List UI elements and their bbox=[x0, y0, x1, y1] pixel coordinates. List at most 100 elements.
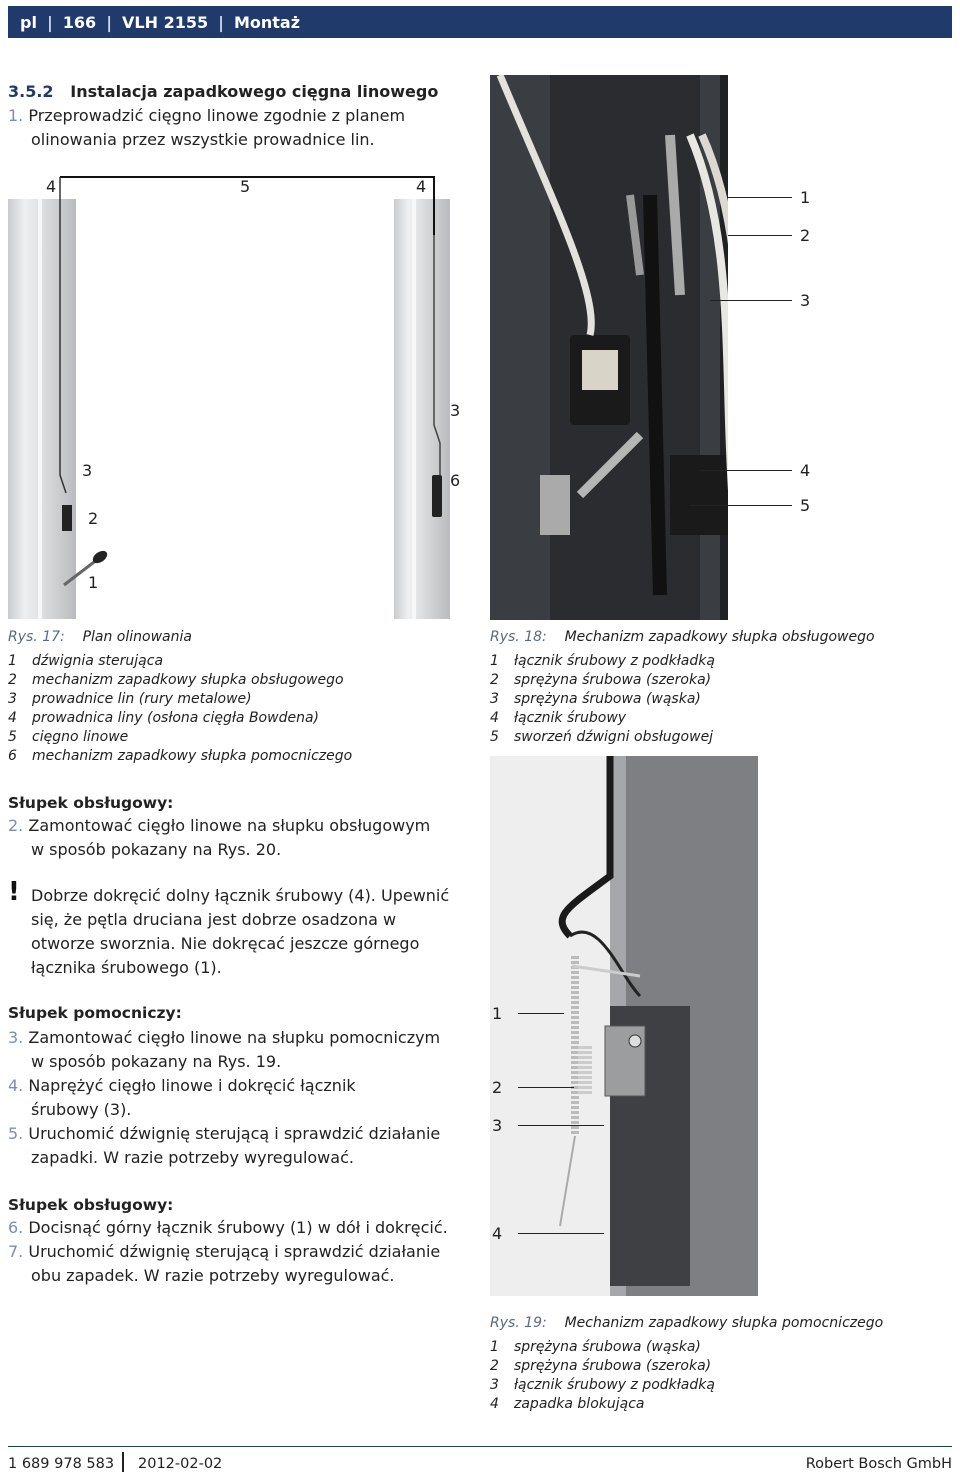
step-text-line: w sposób pokazany na Rys. 19. bbox=[31, 1052, 282, 1071]
header-separator: | bbox=[46, 12, 53, 32]
step-text-line: Naprężyć cięgło linowe i dokręcić łączni… bbox=[28, 1076, 356, 1095]
figure-19-caption: Rys. 19: Mechanizm zapadkowy słupka pomo… bbox=[490, 1314, 952, 1414]
auxiliary-latch-photo bbox=[490, 756, 758, 1296]
warning-note: ! Dobrze dokręcić dolny łącznik śrubowy … bbox=[8, 879, 478, 980]
page-header: pl | 166 | VLH 2155 | Montaż bbox=[8, 6, 952, 38]
caption-title: Plan olinowania bbox=[82, 629, 192, 645]
header-separator: | bbox=[106, 12, 113, 32]
caption-label: Rys. 18: bbox=[490, 629, 547, 645]
warning-text-line: otworze sworznia. Nie dokręcać jeszcze g… bbox=[31, 934, 420, 953]
header-model: VLH 2155 bbox=[122, 12, 209, 32]
footer-date: 2012-02-02 bbox=[138, 1456, 223, 1472]
section-title: Instalacja zapadkowego cięgna linowego bbox=[70, 82, 439, 101]
step-number: 5. bbox=[8, 1124, 24, 1143]
figure-17-rope-plan: 4 5 4 3 3 6 2 1 bbox=[8, 175, 476, 623]
caption-title: Mechanizm zapadkowy słupka pomocniczego bbox=[564, 1315, 884, 1331]
figure-18-callout-area bbox=[728, 75, 952, 620]
step-text-line: śrubowy (3). bbox=[31, 1100, 132, 1119]
section-heading: 3.5.2 Instalacja zapadkowego cięgna lino… bbox=[8, 82, 438, 101]
callout-3: 3 bbox=[82, 461, 93, 480]
footer-doc-number: 1 689 978 583 bbox=[8, 1456, 115, 1472]
warning-text-line: się, że pętla druciana jest dobrze osadz… bbox=[31, 910, 397, 929]
subheading-service-column: Słupek obsługowy: bbox=[8, 1196, 174, 1214]
step-number: 6. bbox=[8, 1218, 24, 1237]
step-text-line: w sposób pokazany na Rys. 20. bbox=[31, 840, 282, 859]
callout-6: 6 bbox=[450, 471, 461, 490]
callout-4: 4 bbox=[46, 177, 57, 196]
header-page-number: 166 bbox=[62, 12, 97, 32]
header-section: Montaż bbox=[233, 12, 301, 32]
step-number: 1. bbox=[8, 106, 24, 125]
footer-divider bbox=[122, 1452, 124, 1472]
callout-3: 3 bbox=[800, 291, 811, 310]
caption-label: Rys. 17: bbox=[8, 629, 65, 645]
step-number: 4. bbox=[8, 1076, 24, 1095]
step-text-line: Docisnąć górny łącznik śrubowy (1) w dół… bbox=[28, 1218, 448, 1237]
step-text-line: Uruchomić dźwignię sterującą i sprawdzić… bbox=[28, 1124, 441, 1143]
steps-6-7: 6. Docisnąć górny łącznik śrubowy (1) w … bbox=[8, 1216, 478, 1288]
warning-icon: ! bbox=[8, 877, 20, 907]
step-2: 2. Zamontować cięgło linowe na słupku ob… bbox=[8, 814, 478, 862]
step-text-line: Zamontować cięgło linowe na słupku pomoc… bbox=[28, 1028, 441, 1047]
caption-title: Mechanizm zapadkowy słupka obsługowego bbox=[564, 629, 875, 645]
subheading-service-column: Słupek obsługowy: bbox=[8, 794, 174, 812]
step-text-line: zapadki. W razie potrzeby wyregulować. bbox=[31, 1148, 354, 1167]
step-text-line: olinowania przez wszystkie prowadnice li… bbox=[31, 130, 375, 149]
right-latch bbox=[432, 475, 442, 517]
step-text-line: Uruchomić dźwignię sterującą i sprawdzić… bbox=[28, 1242, 441, 1261]
callout-4: 4 bbox=[800, 461, 811, 480]
callout-1: 1 bbox=[88, 573, 99, 592]
callout-4: 4 bbox=[492, 1224, 503, 1243]
left-latch bbox=[62, 505, 72, 531]
callout-4: 4 bbox=[416, 177, 427, 196]
callout-5: 5 bbox=[800, 496, 811, 515]
callout-3: 3 bbox=[492, 1116, 503, 1135]
footer-rule bbox=[8, 1446, 952, 1447]
callout-1: 1 bbox=[800, 188, 811, 207]
step-1: 1. Przeprowadzić cięgno linowe zgodnie z… bbox=[8, 104, 478, 152]
step-text-line: Przeprowadzić cięgno linowe zgodnie z pl… bbox=[28, 106, 406, 125]
callout-2: 2 bbox=[492, 1078, 503, 1097]
step-text-line: Zamontować cięgło linowe na słupku obsłu… bbox=[28, 816, 431, 835]
step-number: 2. bbox=[8, 816, 24, 835]
callout-1: 1 bbox=[492, 1004, 503, 1023]
footer-company: Robert Bosch GmbH bbox=[805, 1456, 952, 1472]
warning-text-line: Dobrze dokręcić dolny łącznik śrubowy (4… bbox=[31, 886, 450, 905]
header-separator: | bbox=[218, 12, 224, 32]
right-column bbox=[394, 199, 450, 619]
step-number: 3. bbox=[8, 1028, 24, 1047]
warning-text-line: łącznika śrubowego (1). bbox=[31, 958, 222, 977]
caption-label: Rys. 19: bbox=[490, 1315, 547, 1331]
rope-left bbox=[59, 177, 67, 494]
rope-right bbox=[433, 235, 441, 475]
section-number: 3.5.2 bbox=[8, 82, 54, 101]
callout-2: 2 bbox=[800, 226, 811, 245]
control-lever bbox=[63, 557, 99, 587]
callout-3: 3 bbox=[450, 401, 461, 420]
rope-top bbox=[60, 176, 435, 235]
steps-3-5: 3. Zamontować cięgło linowe na słupku po… bbox=[8, 1026, 478, 1170]
callout-5: 5 bbox=[240, 177, 251, 196]
header-lang: pl bbox=[20, 12, 37, 32]
rope-plan-drawing bbox=[8, 176, 450, 619]
figure-18-caption: Rys. 18: Mechanizm zapadkowy słupka obsł… bbox=[490, 628, 952, 747]
subheading-auxiliary-column: Słupek pomocniczy: bbox=[8, 1004, 182, 1022]
page-footer: 1 689 978 583 2012-02-02 Robert Bosch Gm… bbox=[8, 1446, 952, 1476]
figure-19-photo bbox=[490, 756, 758, 1296]
